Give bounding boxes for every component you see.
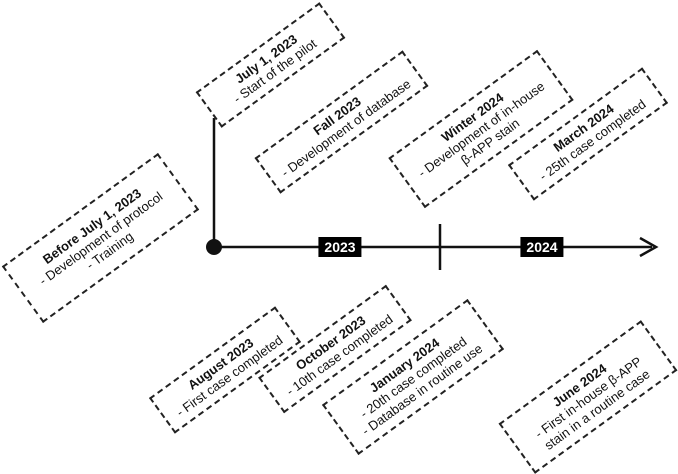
timeline-axis-graphic xyxy=(150,118,659,270)
year-label-2023: 2023 xyxy=(318,237,362,257)
arrow-head-icon xyxy=(639,236,659,258)
year-label-2024: 2024 xyxy=(520,237,564,257)
pilot-start-marker xyxy=(206,239,222,255)
